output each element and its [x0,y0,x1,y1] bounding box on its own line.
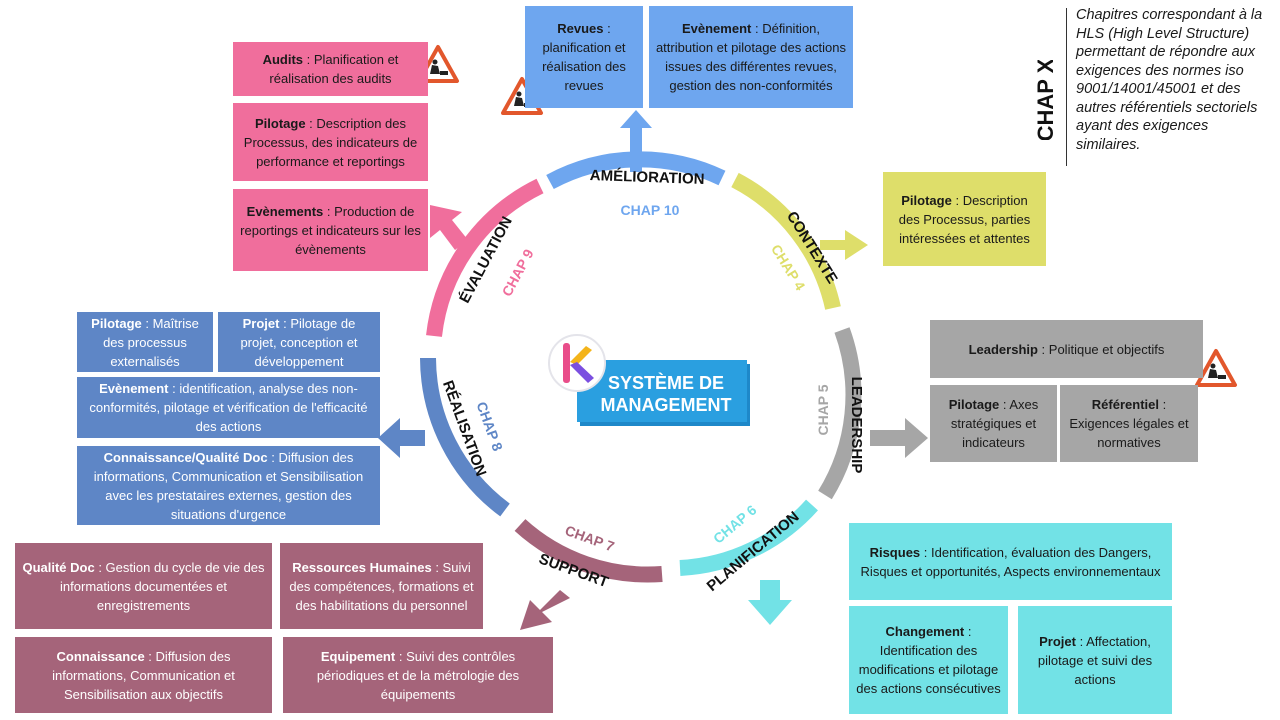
box-evenement-amelioration: Evènement : Définition, attribution et p… [649,6,853,108]
ring-segment-evaluation [426,178,544,337]
box-qualite-doc: Qualité Doc : Gestion du cycle de vie de… [15,543,272,629]
chap-label-9: CHAP 9 [499,246,537,299]
box-evenements-evaluation: Evènements : Production de reportings et… [233,189,428,271]
box-leadership: Leadership : Politique et objectifs [930,320,1203,378]
roadworks-warning-icon [417,45,459,83]
box-evenement-realisation: Evènement : identification, analyse des … [77,377,380,438]
ring-segment-planification [679,499,818,576]
chap-label-10: CHAP 10 [621,202,680,218]
chap-x-label: CHAP X [1033,60,1058,140]
box-ressources-humaines: Ressources Humaines : Suivi des compéten… [280,543,483,629]
box-connaissance-realisation: Connaissance/Qualité Doc : Diffusion des… [77,446,380,525]
box-pilotage-evaluation: Pilotage : Description des Processus, de… [233,103,428,181]
label-leadership: LEADERSHIP [848,377,865,474]
box-audits: Audits : Planification et réalisation de… [233,42,428,96]
box-revues: Revues : planification et réalisation de… [525,6,643,108]
ring-segment-support [514,519,663,583]
box-projet-planification: Projet : Affectation, pilotage et suivi … [1018,606,1172,714]
box-pilotage-leadership: Pilotage : Axes stratégiques et indicate… [930,385,1057,462]
ring-segment-leadership [818,327,862,500]
box-equipement: Equipement : Suivi des contrôles périodi… [283,637,553,713]
roadworks-warning-icon [1195,349,1237,387]
box-connaissance-support: Connaissance : Diffusion des information… [15,637,272,713]
legend-divider [1066,8,1067,166]
center-title-line2: MANAGEMENT [601,395,732,415]
legend-text: Chapitres correspondant à la HLS (High L… [1076,7,1263,153]
label-amelioration: AMÉLIORATION [590,167,705,188]
svg-text:CHAP X: CHAP X [1033,60,1058,140]
box-projet-realisation: Projet : Pilotage de projet, conception … [218,312,380,372]
chap-label-5: CHAP 5 [815,384,831,435]
box-changement: Changement : Identification des modifica… [849,606,1008,714]
ring-segment-contexte [731,172,841,310]
box-risques: Risques : Identification, évaluation des… [849,523,1172,600]
center-logo [548,334,750,426]
arrows [378,110,928,630]
box-pilotage-contexte: Pilotage : Description des Processus, pa… [883,172,1046,266]
ring-segment-realisation [420,357,510,517]
box-pilotage-realisation: Pilotage : Maîtrise des processus extern… [77,312,213,372]
label-planification: PLANIFICATION [704,508,803,595]
center-title-line1: SYSTÈME DE [608,372,724,393]
box-referentiel: Référentiel : Exigences légales et norma… [1060,385,1198,462]
